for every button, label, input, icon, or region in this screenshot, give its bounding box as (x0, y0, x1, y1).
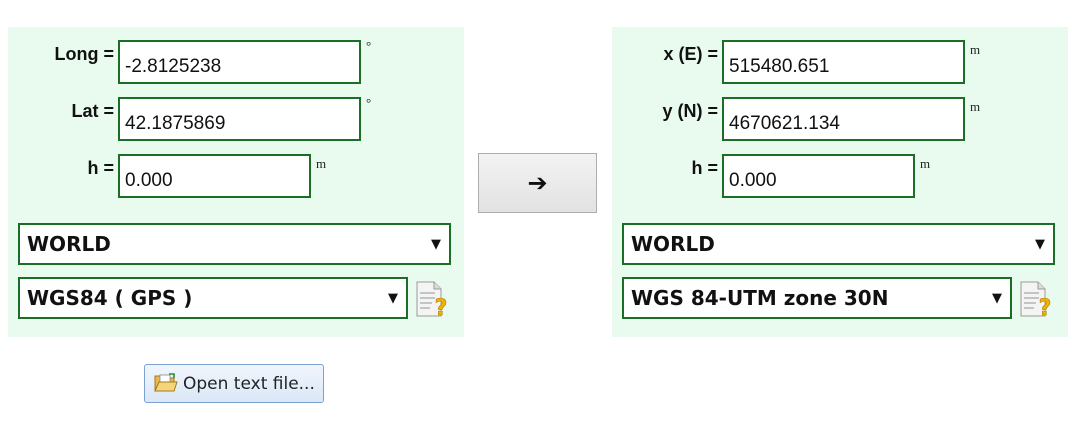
y-label: y (N) = (662, 101, 718, 121)
svg-text:?: ? (435, 296, 448, 318)
open-text-file-button[interactable]: Open text file... (144, 364, 324, 403)
x-unit: m (970, 42, 981, 57)
chevron-down-icon: ▼ (388, 291, 398, 306)
x-input[interactable] (722, 40, 965, 84)
target-system-value: WGS 84-UTM zone 30N (631, 286, 889, 310)
svg-text:?: ? (1039, 296, 1052, 318)
lat-label: Lat = (71, 101, 114, 121)
target-region-select[interactable]: WORLD ▼ (622, 223, 1055, 265)
x-label: x (E) = (663, 44, 718, 64)
h-unit: m (316, 156, 327, 171)
target-h-input[interactable] (722, 154, 915, 198)
source-region-select[interactable]: WORLD ▼ (18, 223, 451, 265)
long-label: Long = (54, 44, 115, 64)
open-folder-icon (154, 373, 178, 392)
chevron-down-icon: ▼ (431, 237, 441, 252)
source-system-select[interactable]: WGS84 ( GPS ) ▼ (18, 277, 408, 319)
target-h-label: h = (691, 158, 718, 178)
convert-button[interactable]: ➔ (478, 153, 597, 213)
lat-input[interactable] (118, 97, 361, 141)
target-region-value: WORLD (631, 232, 715, 256)
y-unit: m (970, 99, 981, 114)
document-help-icon[interactable]: ? (414, 280, 450, 318)
long-input[interactable] (118, 40, 361, 84)
h-input[interactable] (118, 154, 311, 198)
y-input[interactable] (722, 97, 965, 141)
target-system-select[interactable]: WGS 84-UTM zone 30N ▼ (622, 277, 1012, 319)
source-system-value: WGS84 ( GPS ) (27, 286, 193, 310)
h-label: h = (87, 158, 114, 178)
long-unit: ° (366, 38, 372, 53)
open-text-file-label: Open text file... (183, 374, 315, 394)
document-help-icon[interactable]: ? (1018, 280, 1054, 318)
chevron-down-icon: ▼ (992, 291, 1002, 306)
target-h-unit: m (920, 156, 931, 171)
source-region-value: WORLD (27, 232, 111, 256)
lat-unit: ° (366, 95, 372, 110)
chevron-down-icon: ▼ (1035, 237, 1045, 252)
